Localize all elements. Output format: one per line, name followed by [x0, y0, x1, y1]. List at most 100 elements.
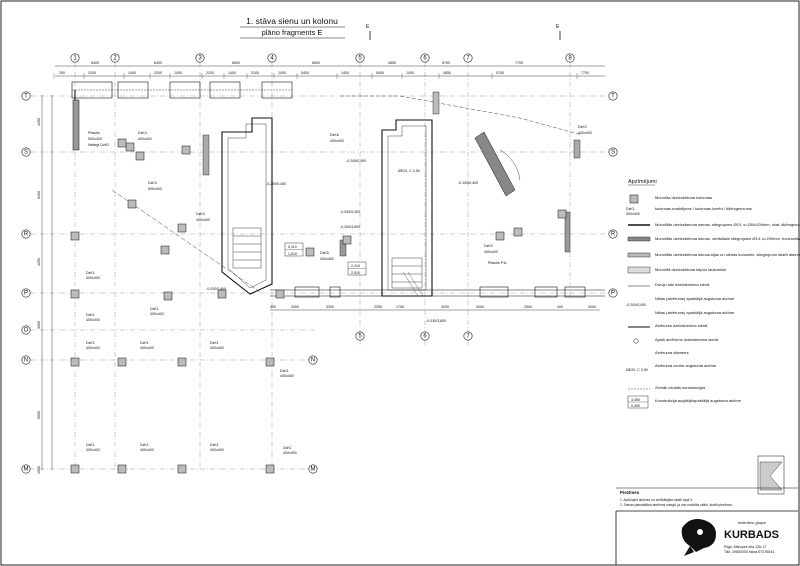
section-mark-right: E — [556, 24, 561, 40]
stair-core-left — [221, 117, 273, 295]
column — [181, 145, 191, 155]
company-logo — [681, 519, 716, 556]
column-size: 400x400 — [280, 374, 294, 378]
svg-text:P: P — [611, 290, 615, 296]
dim-text: 3000 — [441, 305, 449, 309]
column-size: 400x400 — [140, 346, 154, 350]
stamp-mark — [757, 455, 785, 495]
column — [163, 291, 173, 301]
dim-text: 3100 — [251, 71, 259, 75]
column — [117, 464, 127, 474]
svg-text:E: E — [556, 24, 560, 30]
dim-text: 6000 — [37, 411, 41, 419]
axis-bubble-2: 2 — [110, 53, 120, 63]
dim-text: 5400 — [376, 71, 384, 75]
axis-bubble-P: P — [21, 288, 31, 298]
svg-text:N: N — [311, 357, 315, 363]
annotations: Pilastrs 500x400 Netiegt DzK2 Pilastrs P… — [88, 125, 592, 323]
dim-text: 2200 — [154, 71, 162, 75]
svg-text:400x400: 400x400 — [196, 218, 210, 222]
axis-bubble-4: 4 — [267, 53, 277, 63]
column-label: DzK1 — [283, 446, 292, 450]
column-label: DzK1 — [140, 341, 149, 345]
dim-text: 6400 — [154, 61, 162, 65]
svg-text:-0,200/0,400: -0,200/0,400 — [346, 159, 366, 163]
column — [265, 464, 275, 474]
column-size: 400x400 — [210, 448, 224, 452]
dim-text: 1400 — [341, 71, 349, 75]
dim-text: 3000 — [588, 305, 596, 309]
svg-text:Tālr. 29800000 fakss 67376041: Tālr. 29800000 fakss 67376041 — [724, 550, 774, 554]
svg-text:S: S — [24, 149, 28, 155]
dim-text: 1000 — [37, 466, 41, 474]
legend-item: Konstrukcija augšējā/apakšējā augstuma a… — [655, 398, 742, 403]
title-line2: plāno fragments E — [262, 28, 323, 37]
axis-bubble-right-T: T — [608, 91, 618, 101]
dim-text: 3000 — [476, 305, 484, 309]
mid-axis-bubble-5: 5 — [355, 331, 365, 341]
column — [495, 231, 505, 241]
svg-text:DzK6: DzK6 — [330, 133, 339, 137]
svg-text:400x400: 400x400 — [320, 257, 334, 261]
column — [217, 289, 227, 299]
dim-text: 1400 — [228, 71, 236, 75]
dim-text: 4850 — [388, 61, 396, 65]
dim-text: 3300 — [291, 305, 299, 309]
column — [160, 245, 170, 255]
column — [125, 142, 135, 152]
axis-bubble-right-R: R — [608, 229, 618, 239]
dim-text: 400 — [557, 305, 563, 309]
column — [342, 235, 352, 245]
legend-item: Atvērums dzelzsbetona sienā — [655, 323, 708, 328]
dim-text: 1400 — [406, 71, 414, 75]
svg-text:Netiegt DzK2: Netiegt DzK2 — [88, 143, 109, 147]
svg-text:5: 5 — [358, 333, 362, 339]
svg-text:5: 5 — [358, 55, 362, 61]
column-label: DzK1 — [86, 313, 95, 317]
legend-item: Nišas (atvērums) apakšējā augstuma atzīm… — [655, 296, 735, 301]
axis-bubble-1: 1 — [70, 53, 80, 63]
svg-text:400x400: 400x400 — [330, 139, 344, 143]
svg-text:0,490: 0,490 — [631, 404, 640, 408]
column-label: DzK1 — [86, 443, 95, 447]
dim-text: 2200 — [206, 71, 214, 75]
svg-text:1. Aplūkojiet atzīmes un verti: 1. Aplūkojiet atzīmes un vertikālajām sk… — [620, 498, 693, 502]
dim-text: 2900 — [524, 305, 532, 309]
dim-text: 7700 — [581, 71, 589, 75]
axis-bubble-right-M: M — [308, 464, 318, 474]
column — [135, 151, 145, 161]
svg-text:8: 8 — [568, 55, 572, 61]
column-label: DzK1 — [140, 443, 149, 447]
legend-item: Apaļš atvērums dzelzsbetona sienā — [655, 337, 719, 342]
svg-text:500x400: 500x400 — [88, 137, 102, 141]
axis-bubble-O: O — [21, 325, 31, 335]
svg-text:2,510: 2,510 — [351, 271, 360, 275]
dim-text: 6400 — [91, 61, 99, 65]
svg-text:400x400: 400x400 — [484, 250, 498, 254]
column — [177, 223, 187, 233]
legend-item: Monolītās dzelzsbetona sienas-sijas un s… — [655, 252, 800, 257]
svg-text:400x400: 400x400 — [578, 131, 592, 135]
legend-sample-col: DzK1 — [626, 207, 635, 211]
mid-axis-bubble-7: 7 — [463, 331, 473, 341]
column-size: 400x400 — [86, 318, 100, 322]
column — [70, 357, 80, 367]
column — [275, 289, 285, 299]
svg-text:T: T — [611, 93, 615, 99]
dim-text: 7700 — [515, 61, 523, 65]
svg-text:P: P — [24, 290, 28, 296]
legend-symbol-wall2 — [627, 236, 651, 242]
column — [70, 464, 80, 474]
svg-text:E: E — [366, 24, 370, 30]
column-label: DzK1 — [150, 307, 159, 311]
legend-symbol-stair — [627, 266, 651, 274]
svg-text:-0,030/3,800: -0,030/3,800 — [426, 319, 446, 323]
svg-text:-0,200/0,400: -0,200/0,400 — [266, 182, 286, 186]
svg-text:0,110: 0,110 — [288, 245, 297, 249]
svg-text:DzK3: DzK3 — [148, 181, 157, 185]
svg-text:500x400: 500x400 — [148, 187, 162, 191]
svg-text:-0,030/0,400: -0,030/0,400 — [340, 210, 360, 214]
legend-item: Monolītās dzelzsbetona sienas, stiegroju… — [655, 222, 800, 227]
dim-text: 5750 — [442, 61, 450, 65]
